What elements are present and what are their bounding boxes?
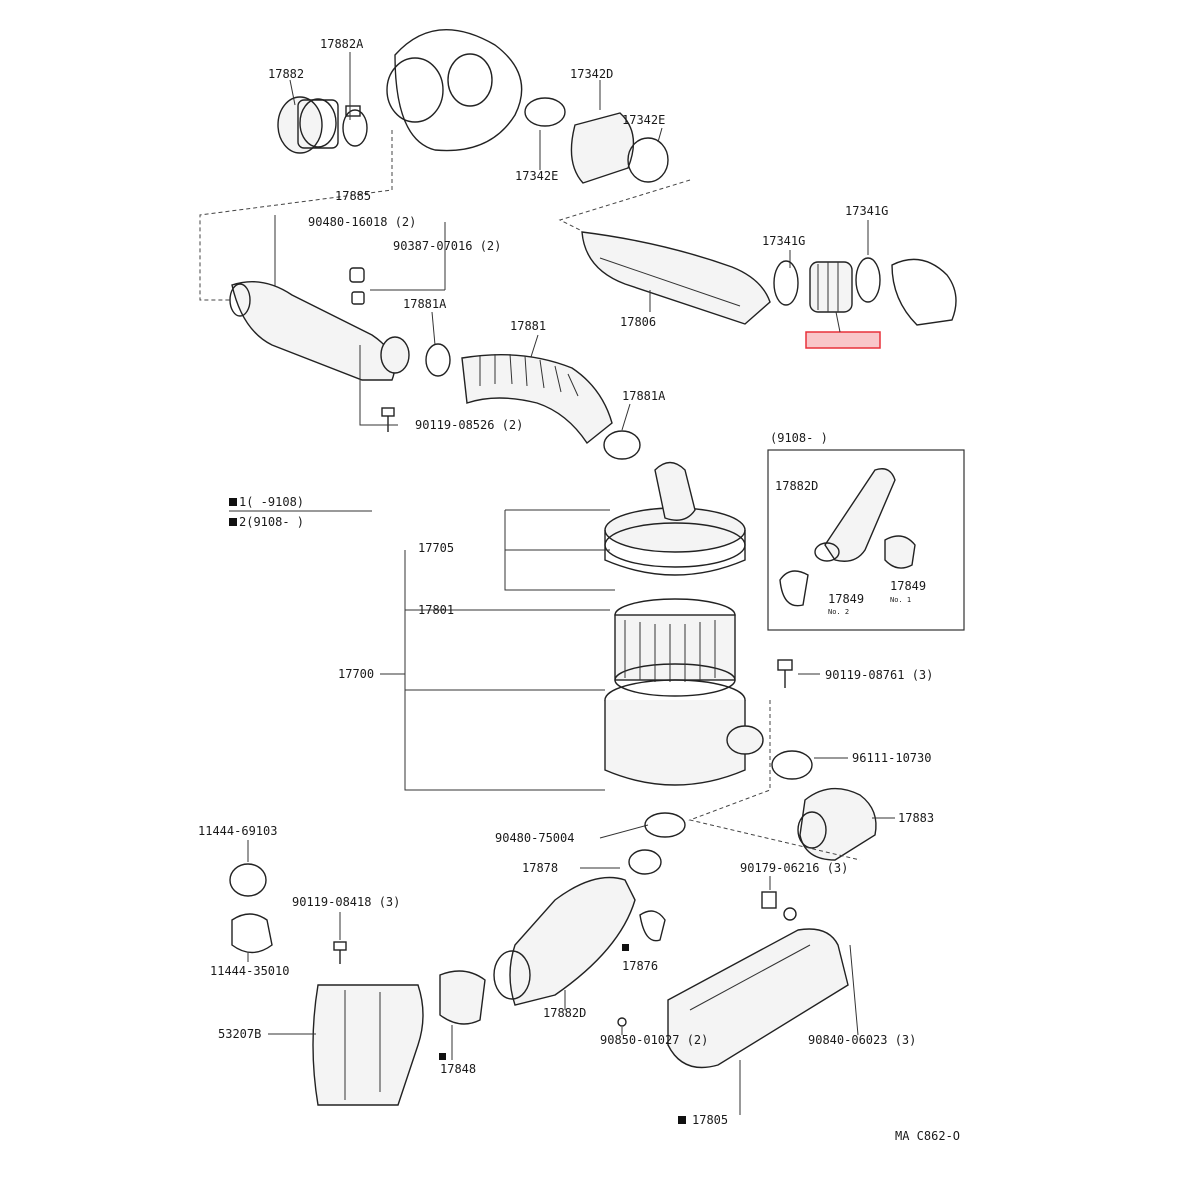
label-11444-35010: 11444-35010: [210, 964, 289, 978]
label-17801: 17801: [418, 603, 454, 617]
filter-element-17801: [614, 598, 736, 697]
label-90850-01027: 90850-01027 (2): [600, 1033, 708, 1047]
label-17883: 17883: [898, 811, 934, 825]
note-1: 1( -9108): [239, 495, 304, 509]
hose-17882D-lower: [493, 876, 636, 1006]
bellows-hose-17881: [461, 353, 613, 445]
label-17805: 17805: [692, 1113, 728, 1127]
leader-lines-top: [274, 52, 663, 300]
label-90840-06023: 90840-06023 (3): [808, 1033, 916, 1047]
note-17849-a: No. 1: [890, 596, 911, 604]
label-17806: 17806: [620, 315, 656, 329]
highlight-box-17341F: [805, 331, 881, 349]
bolt-90119-08418: [333, 941, 347, 964]
guide-line-top: [199, 130, 393, 301]
inset-box: [767, 449, 965, 631]
label-53207B: 53207B: [218, 1027, 261, 1041]
clamp-17882A: [342, 105, 368, 147]
resonator-17805: [667, 928, 849, 1069]
bracket-lines: [404, 509, 615, 791]
leader-90840-06023: [849, 944, 859, 1036]
clamp-96111-10730: [771, 750, 813, 780]
label-90387-07016: 90387-07016 (2): [393, 239, 501, 253]
mark-17848: [439, 1053, 446, 1060]
note-17849-b: No. 2: [828, 608, 849, 616]
label-17876: 17876: [622, 959, 658, 973]
bolt-90119-08761: [777, 659, 793, 688]
leader-17341F: [835, 311, 841, 333]
label-17881A-top: 17881A: [403, 297, 447, 311]
clamp-17881A-mid: [603, 430, 641, 460]
label-17882D-inset: 17882D: [775, 479, 818, 493]
mark-17876: [622, 944, 629, 951]
hose-17342D: [524, 97, 669, 184]
grommet-90480: [349, 267, 365, 305]
label-90119-08526: 90119-08526 (2): [415, 418, 523, 432]
cover-11444-69103: [229, 863, 267, 897]
hose-17883: [797, 787, 877, 861]
gasket-17849-no1: [884, 535, 916, 569]
label-17882A: 17882A: [320, 37, 364, 51]
leader-17881A-top: [431, 311, 436, 346]
label-90119-08761: 90119-08761 (3): [825, 668, 933, 682]
label-90119-08418: 90119-08418 (3): [292, 895, 400, 909]
grommet-17876: [639, 910, 666, 942]
bracket-53207B: [312, 984, 424, 1106]
washer-90850-01027: [617, 1017, 627, 1027]
leader-90119-08526: [359, 345, 398, 426]
intake-pipe-17885: [229, 280, 410, 381]
gasket-17849-no2: [779, 570, 809, 607]
label-17342E-right: 17342E: [622, 113, 665, 127]
leader-90480-75004: [599, 824, 649, 839]
note-2: 2(9108- ): [239, 515, 304, 529]
guide-line-top-right: [558, 179, 691, 231]
label-17700: 17700: [338, 667, 374, 681]
bracket-11444-35010: [231, 913, 273, 954]
label-90480-16018: 90480-16018 (2): [308, 215, 416, 229]
label-17342E-left: 17342E: [515, 169, 558, 183]
bolt-90119-08526: [381, 407, 395, 432]
hose-17882D-inset: [814, 468, 896, 562]
label-17881: 17881: [510, 319, 546, 333]
air-duct-17806: [581, 231, 771, 325]
clamp-17881A-top: [425, 343, 451, 377]
label-17878: 17878: [522, 861, 558, 875]
label-96111-10730: 96111-10730: [852, 751, 931, 765]
hose-17341F: [773, 257, 881, 313]
turbo-housing: [386, 29, 523, 152]
label-17882: 17882: [268, 67, 304, 81]
mark-17805: [678, 1116, 686, 1124]
label-11444-69103: 11444-69103: [198, 824, 277, 838]
label-17882D-lower: 17882D: [543, 1006, 586, 1020]
label-17849-b: 17849: [828, 592, 864, 606]
label-17341G-mid: 17341G: [762, 234, 805, 248]
clamp-17878: [628, 849, 662, 875]
clamp-90480-75004: [644, 812, 686, 838]
label-17849-a: 17849: [890, 579, 926, 593]
leader-17881: [529, 334, 539, 361]
elbow-connector: [891, 258, 957, 326]
nut-90179-06216: [761, 891, 797, 921]
hose-17882: [277, 96, 339, 154]
gasket-17848: [439, 970, 486, 1025]
label-17342D: 17342D: [570, 67, 613, 81]
label-90480-75004: 90480-75004: [495, 831, 574, 845]
label-90179-06216: 90179-06216 (3): [740, 861, 848, 875]
label-17881A-mid: 17881A: [622, 389, 666, 403]
air-cleaner-cap-17705: [604, 461, 746, 576]
inset-title: (9108- ): [770, 431, 828, 445]
guide-line-mid: [688, 700, 861, 861]
label-17705: 17705: [418, 541, 454, 555]
label-17341G-top: 17341G: [845, 204, 888, 218]
diagram-code: MA C862-O: [895, 1129, 960, 1143]
label-17885: 17885: [335, 189, 371, 203]
label-17848: 17848: [440, 1062, 476, 1076]
notes-legend: 1( -9108) 2(9108- ): [229, 495, 372, 529]
leader-17881A-mid: [621, 403, 631, 431]
air-cleaner-case: [604, 679, 764, 786]
